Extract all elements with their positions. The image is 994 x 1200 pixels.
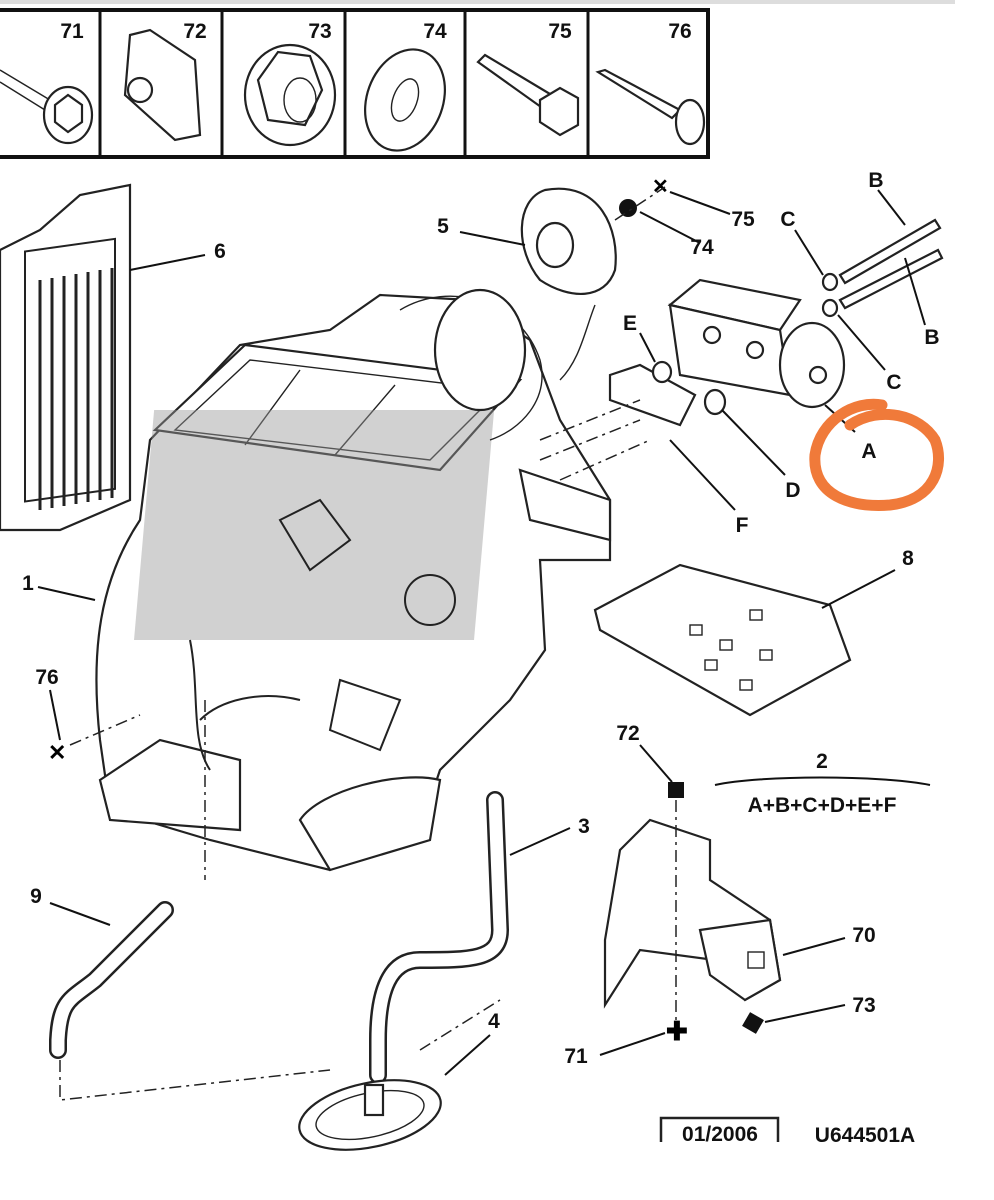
self-tapping-screw-icon (595, 68, 706, 146)
callout-c: C (780, 208, 795, 231)
washer-74-icon (619, 199, 637, 217)
expansion-valve-drawing (539, 189, 944, 511)
hardware-number: 71 (60, 20, 84, 43)
callout-d: D (785, 479, 800, 502)
hardware-number: 76 (668, 20, 691, 43)
bracket-drawing: ✚ (599, 744, 846, 1056)
flanged-bolt-icon (0, 69, 94, 145)
callout-3: 3 (578, 815, 590, 838)
callout-e: E (623, 312, 637, 335)
callout-2: 2 (816, 750, 828, 773)
hardware-number: 74 (423, 20, 447, 43)
hardware-number: 75 (548, 20, 572, 43)
kit-contents: A+B+C+D+E+F (748, 794, 897, 817)
callout-74: 74 (690, 236, 714, 259)
pipe-9-drawing (49, 700, 501, 1101)
callout-4: 4 (488, 1010, 500, 1033)
callout-73: 73 (852, 994, 875, 1017)
callout-9: 9 (30, 885, 42, 908)
callout-76: 76 (35, 666, 58, 689)
clip-bag-drawing (593, 563, 896, 717)
hardware-number: 73 (308, 20, 331, 43)
callout-labels: 6 5 75 74 B C B E C A D F 8 1 76 72 2 A+… (22, 169, 939, 1068)
callout-b: B (924, 326, 939, 349)
annotation-circle (809, 398, 944, 511)
hardware-number: 72 (183, 20, 206, 43)
heater-radiator-drawing (0, 183, 206, 532)
clip-nut-72-icon (668, 782, 684, 798)
callout-b: B (868, 169, 883, 192)
page-edge (0, 0, 955, 4)
pipe-3-drawing (369, 791, 571, 1084)
bolt-75-icon: ✕ (652, 176, 669, 198)
hex-bolt-icon (476, 53, 580, 137)
heater-housing-drawing (37, 288, 612, 872)
blower-motor-drawing: ✕ (459, 176, 731, 381)
callout-72: 72 (616, 722, 639, 745)
callout-70: 70 (852, 924, 875, 947)
bolt-71-icon: ✚ (666, 1016, 688, 1046)
callout-f: F (736, 514, 749, 537)
callout-1: 1 (22, 572, 34, 595)
callout-71: 71 (564, 1045, 588, 1068)
hardware-table: 71 72 73 74 75 76 (0, 8, 710, 159)
callout-c: C (886, 371, 901, 394)
clip-nut-icon (123, 28, 202, 142)
screw-76-icon: ✕ (48, 740, 66, 765)
flange-nut-73-icon (742, 1012, 764, 1034)
revision-date: 01/2006 (682, 1123, 758, 1146)
callout-8: 8 (902, 547, 914, 570)
callout-75: 75 (731, 208, 755, 231)
seal-4-drawing (298, 1034, 491, 1151)
kit-bracket (714, 776, 931, 786)
bolts-b (838, 218, 944, 310)
diagram-reference: U644501A (815, 1124, 915, 1147)
footer: 01/2006 U644501A (659, 1116, 915, 1147)
callout-5: 5 (437, 215, 449, 238)
callout-6: 6 (214, 240, 226, 263)
callout-a: A (861, 440, 876, 463)
washer-icon (364, 48, 446, 152)
flange-nut-icon (243, 43, 337, 147)
